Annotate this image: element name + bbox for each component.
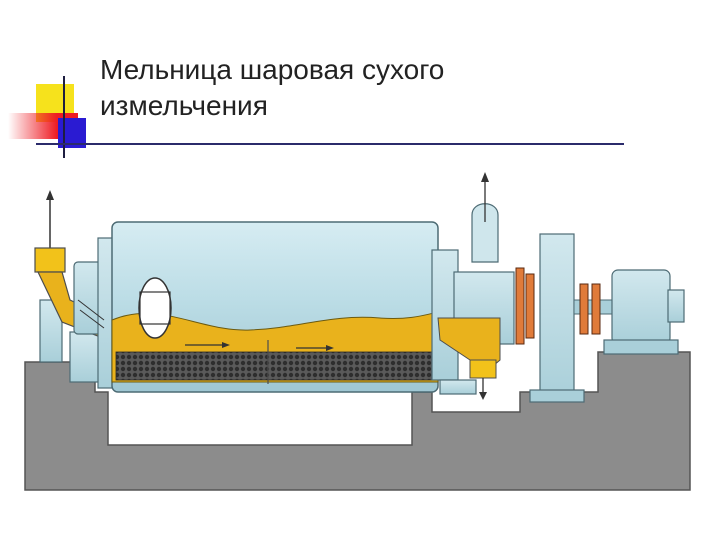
motor-icon <box>604 270 684 354</box>
feed-arrow-icon <box>46 190 54 248</box>
feed-hopper-icon <box>35 248 65 272</box>
coupling-left-icon <box>516 268 534 344</box>
manhole-icon <box>139 278 171 338</box>
right-support-icon <box>440 380 476 394</box>
flywheel-icon <box>530 234 584 402</box>
exhaust-pipe-icon <box>472 172 498 262</box>
